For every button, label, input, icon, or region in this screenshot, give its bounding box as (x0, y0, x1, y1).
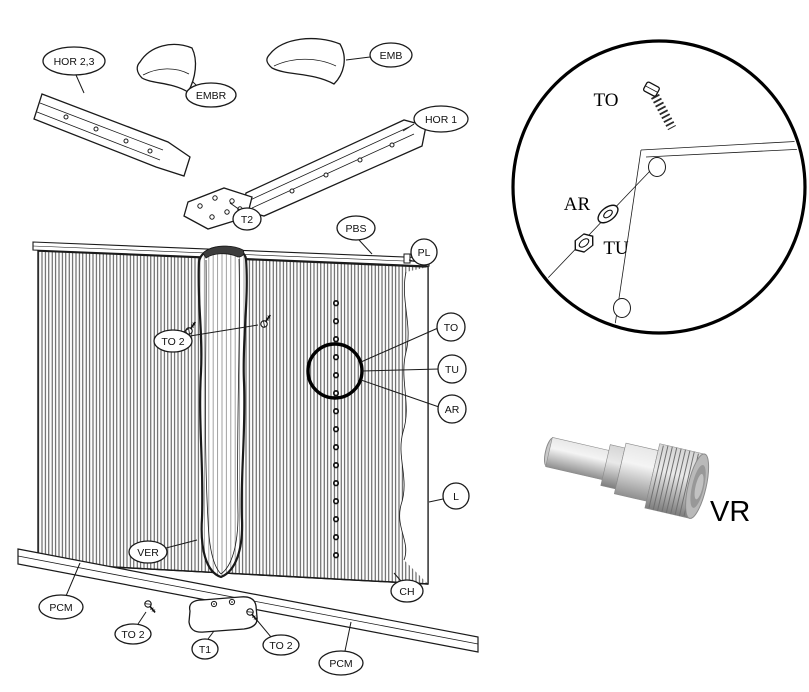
torn-edge (399, 271, 409, 561)
callout-to2-wall: TO 2 (153, 324, 259, 353)
callout-tu-label: TU (445, 364, 459, 376)
callout-pl-label: PL (418, 247, 431, 259)
callout-t1-label: T1 (199, 644, 211, 656)
callout-ver-label: VER (137, 547, 159, 559)
callout-hor23: HOR 2,3 (42, 46, 106, 94)
callout-ar-label: AR (445, 404, 460, 416)
detail-label-to: TO (594, 90, 619, 111)
panel-hole-bottom (613, 298, 631, 318)
callout-pcm-bottom-label: PCM (329, 658, 352, 670)
post-top-tab (202, 245, 245, 259)
callout-ver: VER (128, 539, 198, 564)
detail-washer-ar (597, 204, 619, 224)
plate-t1 (188, 596, 258, 633)
detail-view-circle (511, 39, 807, 335)
callout-to2-bottom-right-label: TO 2 (269, 640, 292, 652)
callout-pbs: PBS (336, 215, 376, 255)
cap-embr (136, 43, 197, 93)
vr-fitting-render (544, 437, 710, 519)
callout-ch: CH (390, 572, 424, 603)
callout-l: L (428, 482, 470, 510)
callout-t2-label: T2 (241, 214, 253, 226)
callout-to2-bottom-right: TO 2 (255, 618, 300, 656)
cap-emb (266, 37, 345, 85)
panel-hole-top (648, 157, 666, 177)
vr-label: VR (710, 496, 750, 528)
callout-t1: T1 (191, 630, 219, 660)
liner-gap (399, 267, 428, 584)
callout-pbs-label: PBS (345, 223, 366, 235)
vertical-post (197, 245, 248, 579)
callout-emb-label: EMB (380, 50, 403, 62)
callout-embr: EMBR (185, 81, 237, 108)
callout-to-label: TO (444, 322, 458, 334)
callout-to2-wall-label: TO 2 (161, 336, 184, 348)
callout-l-label: L (453, 491, 459, 503)
callout-ar: AR (437, 394, 467, 424)
callout-ch-label: CH (399, 586, 414, 598)
pl-clip (403, 253, 411, 264)
callout-tu: TU (437, 354, 467, 384)
callout-pl: PL (408, 238, 438, 266)
rail-hor1 (241, 119, 427, 217)
callout-hor1: HOR 1 (402, 105, 469, 133)
callout-to2-bottom-left-label: TO 2 (121, 629, 144, 641)
callout-embr-label: EMBR (196, 90, 227, 102)
callout-hor23-label: HOR 2,3 (54, 56, 95, 68)
detail-screw-to (642, 81, 676, 131)
callout-to: TO (436, 312, 466, 342)
callout-t2: T2 (229, 202, 262, 231)
detail-view: TO AR TU (511, 39, 807, 335)
callout-pcm-bottom: PCM (318, 621, 364, 676)
detail-label-ar: AR (564, 194, 591, 215)
detail-leader-lines (360, 327, 440, 408)
detail-nut-tu (574, 233, 594, 253)
callout-hor1-label: HOR 1 (425, 114, 457, 126)
callout-emb: EMB (345, 42, 413, 68)
detail-label-tu: TU (603, 238, 629, 259)
callout-to2-bottom-left: TO 2 (114, 611, 152, 645)
callout-pcm-left-label: PCM (49, 602, 72, 614)
rail-hor23 (33, 93, 191, 177)
callout-pcm-left: PCM (38, 562, 84, 620)
part-vr: VR (544, 437, 750, 528)
